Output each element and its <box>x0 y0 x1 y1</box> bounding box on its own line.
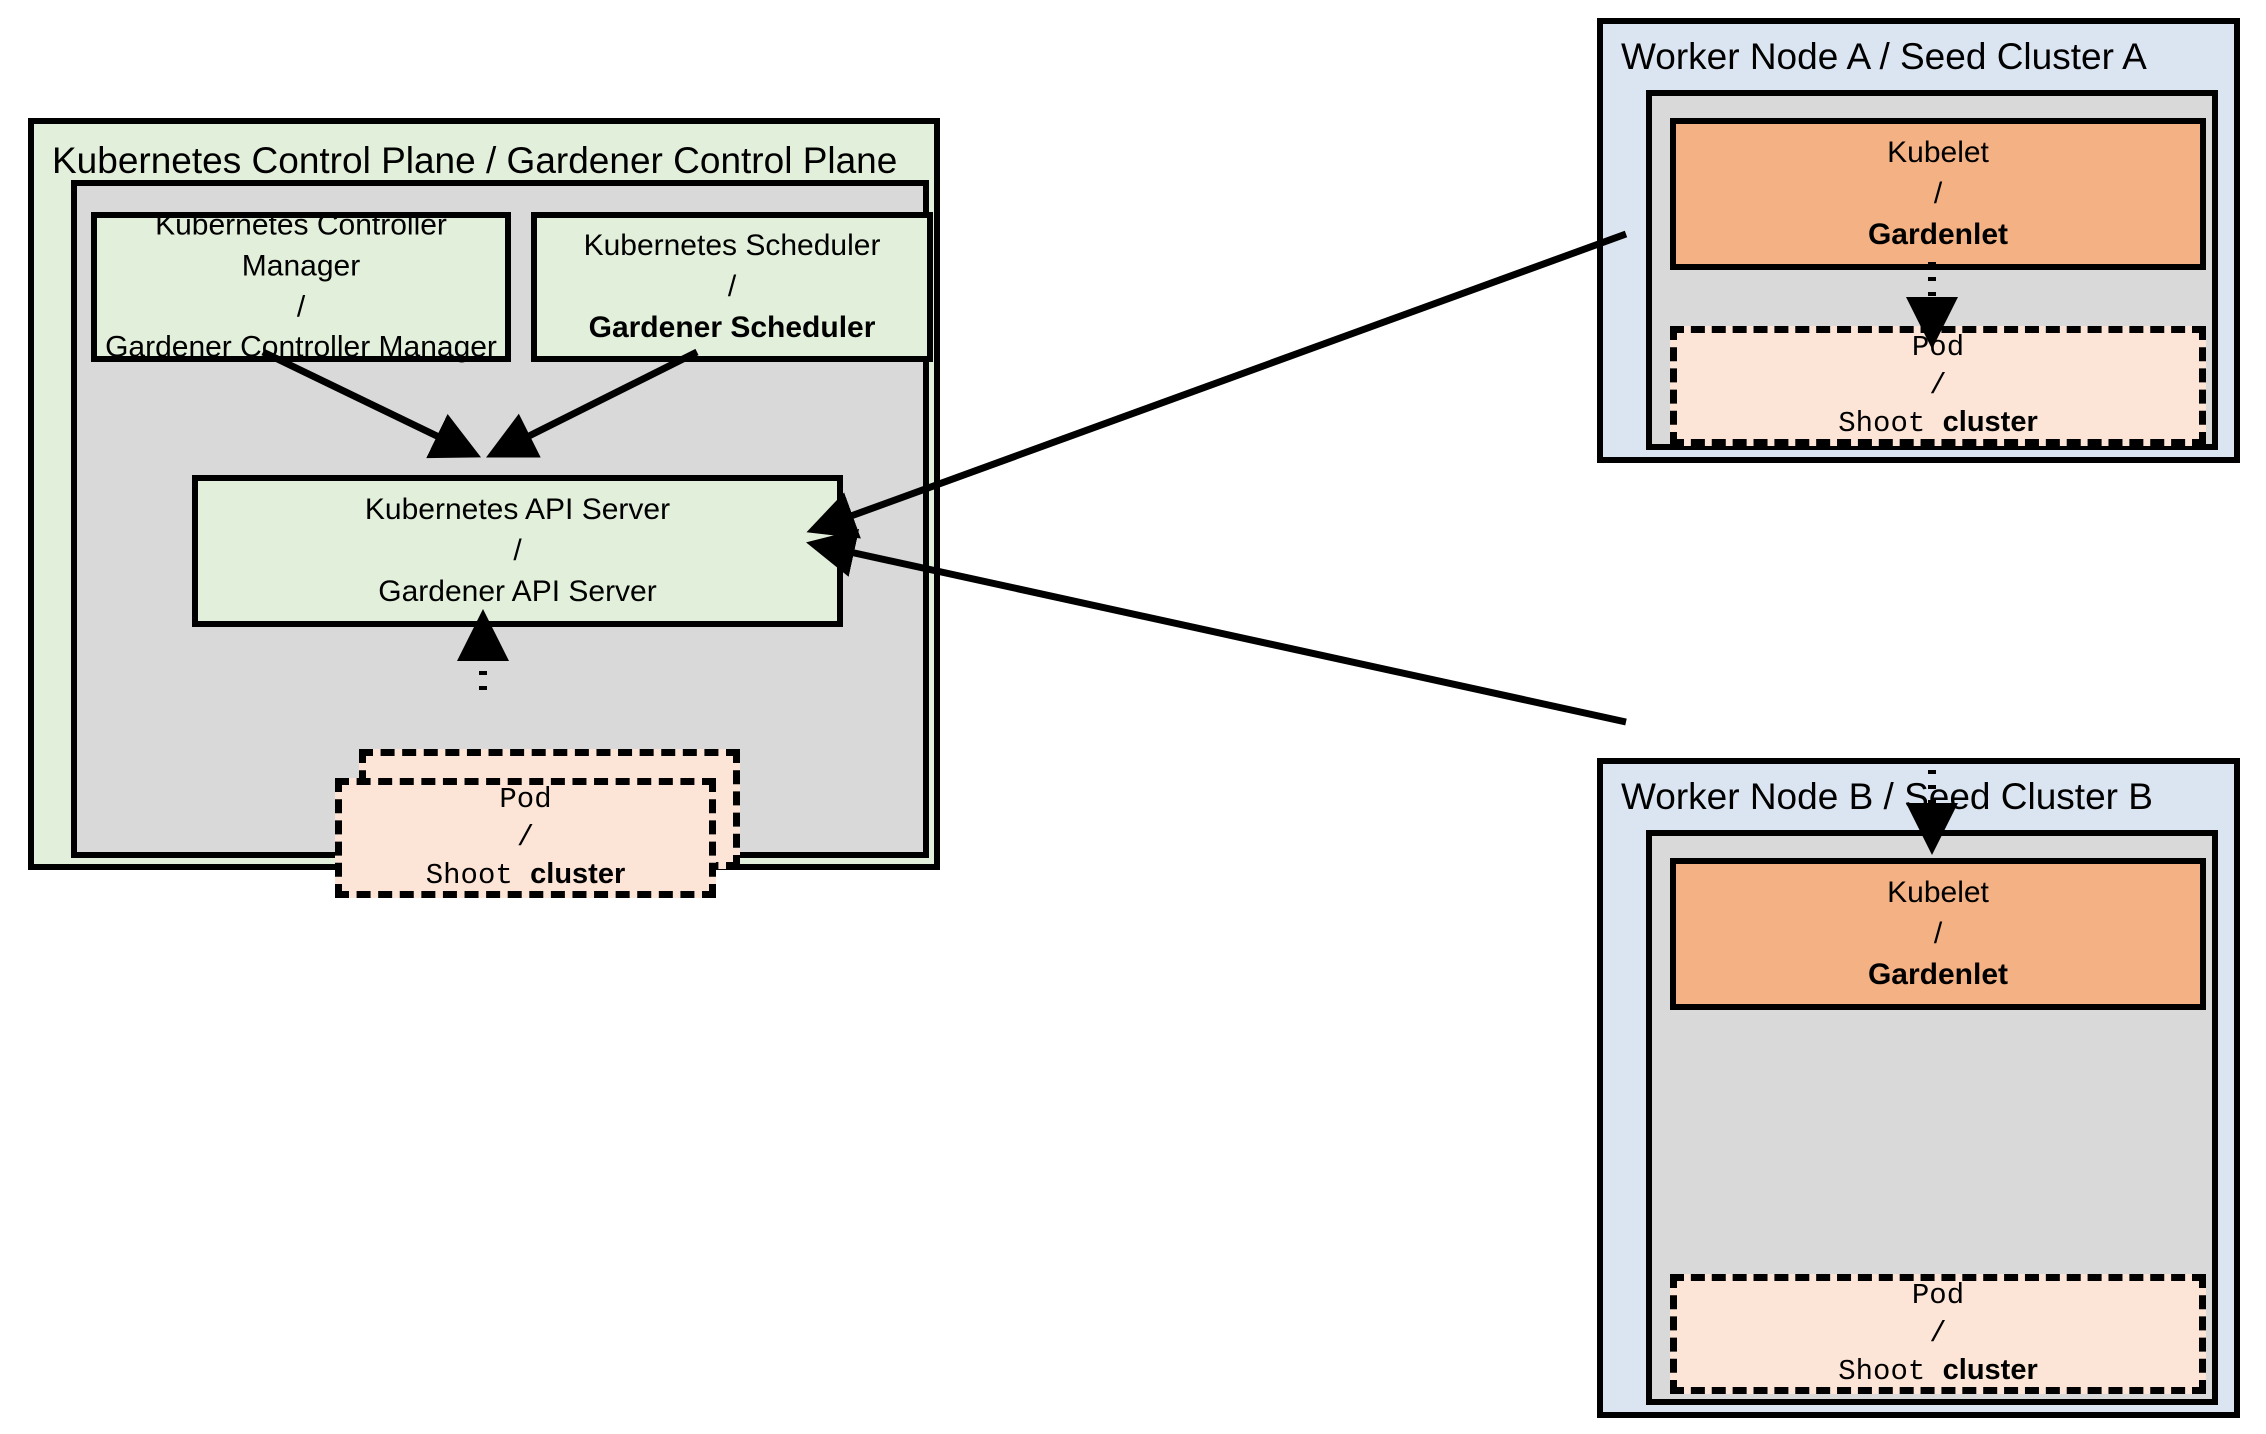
gardenlet-b-line1: Kubelet <box>1887 875 1989 909</box>
scheduler-line2: Gardener Scheduler <box>588 310 876 344</box>
gardenlet-b-separator: / <box>1933 916 1943 950</box>
scheduler-line1: Kubernetes Scheduler <box>583 228 881 262</box>
gardenlet-a-line1: Kubelet <box>1887 135 1989 169</box>
worker-node-a-title: Worker Node A / Seed Cluster A <box>1621 36 2147 77</box>
worker-a-pod-cluster: cluster <box>1942 406 2038 439</box>
api-server-separator: / <box>513 533 522 567</box>
controller-manager-line1: Kubernetes Controller Manager <box>155 208 447 283</box>
gardenlet-a-text: Kubelet / Gardenlet <box>1676 133 2200 255</box>
scheduler-separator: / <box>727 269 737 303</box>
api-server-box[interactable]: Kubernetes API Server / Gardener API Ser… <box>192 475 843 627</box>
gardenlet-a-line2: Gardenlet <box>1867 217 2009 251</box>
api-server-line1: Kubernetes API Server <box>364 492 671 526</box>
api-server-text: Kubernetes API Server / Gardener API Ser… <box>198 490 837 612</box>
controller-manager-separator: / <box>296 290 306 323</box>
control-plane-panel: Kubernetes Control Plane / Gardener Cont… <box>28 118 940 898</box>
control-plane-pod-line1: Pod <box>499 782 552 816</box>
worker-node-b-panel: Worker Node B / Seed Cluster B Kubelet /… <box>1597 758 2240 1418</box>
control-plane-pod-separator: / <box>516 820 535 854</box>
worker-b-pod-box[interactable]: Pod / Shoot cluster <box>1670 1274 2206 1394</box>
worker-a-pod-line1: Pod <box>1911 330 1965 364</box>
worker-b-pod-cluster: cluster <box>1942 1354 2038 1387</box>
worker-node-a-inner-area: Kubelet / Gardenlet Pod / Shoot cluster <box>1646 90 2218 450</box>
control-plane-title: Kubernetes Control Plane / Gardener Cont… <box>52 140 898 181</box>
worker-b-pod-text: Pod / Shoot cluster <box>1677 1277 2199 1391</box>
gardenlet-b-line2: Gardenlet <box>1867 957 2009 991</box>
worker-a-pod-shoot: Shoot <box>1838 407 1943 441</box>
control-plane-inner-area: Kubernetes Controller Manager / Gardener… <box>71 180 933 898</box>
gardenlet-a-box[interactable]: Kubelet / Gardenlet <box>1670 118 2206 270</box>
control-plane-pod-box[interactable]: Pod / Shoot cluster <box>335 778 716 898</box>
worker-b-pod-shoot: Shoot <box>1838 1355 1943 1389</box>
control-plane-pod-text: Pod / Shoot cluster <box>342 781 709 895</box>
controller-manager-box[interactable]: Kubernetes Controller Manager / Gardener… <box>91 208 511 364</box>
scheduler-box[interactable]: Kubernetes Scheduler / Gardener Schedule… <box>531 212 933 362</box>
worker-b-pod-line1: Pod <box>1911 1278 1965 1312</box>
worker-a-pod-text: Pod / Shoot cluster <box>1677 329 2199 443</box>
worker-a-pod-box[interactable]: Pod / Shoot cluster <box>1670 326 2206 446</box>
controller-manager-text: Kubernetes Controller Manager / Gardener… <box>97 205 505 368</box>
controller-manager-line2: Gardener Controller Manager <box>105 330 497 364</box>
api-server-line2: Gardener API Server <box>378 574 657 608</box>
gardenlet-b-text: Kubelet / Gardenlet <box>1676 873 2200 995</box>
worker-b-pod-separator: / <box>1929 1316 1947 1350</box>
worker-node-a-panel: Worker Node A / Seed Cluster A Kubelet /… <box>1597 18 2240 463</box>
gardenlet-a-separator: / <box>1933 176 1943 210</box>
control-plane-pod-shoot: Shoot <box>425 859 531 893</box>
worker-node-b-inner-area: Kubelet / Gardenlet Pod / Shoot cluster <box>1646 830 2218 1405</box>
control-plane-pod-cluster: cluster <box>530 858 626 891</box>
scheduler-text: Kubernetes Scheduler / Gardener Schedule… <box>537 226 927 348</box>
worker-node-b-title: Worker Node B / Seed Cluster B <box>1621 776 2153 817</box>
worker-a-pod-separator: / <box>1929 368 1947 402</box>
gardenlet-b-box[interactable]: Kubelet / Gardenlet <box>1670 858 2206 1010</box>
